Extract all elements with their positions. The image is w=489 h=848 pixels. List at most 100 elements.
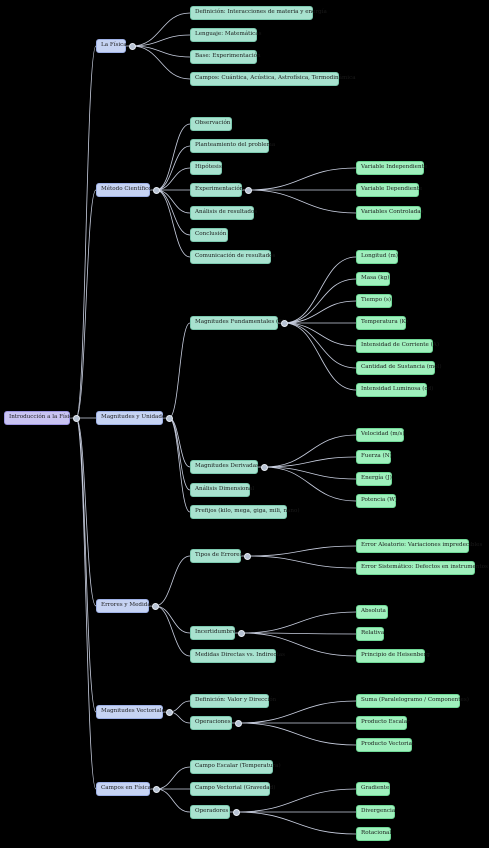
leaf-node-2-1-1-label: Fuerza (N) [361,453,392,460]
branch-node-1[interactable]: Método Científico [96,183,152,197]
leaf-node-3-1-1[interactable]: Relativa [356,627,384,641]
leaf-node-5-2-2[interactable]: Rotacional [356,827,391,841]
collapse-toggle-2-0[interactable] [280,319,288,327]
subtopic-node-5-2[interactable]: Operadores [190,805,230,819]
subtopic-node-3-1[interactable]: Incertidumbre [190,626,236,640]
subtopic-node-0-1[interactable]: Lenguaje: Matemáticas [190,28,262,42]
leaf-node-2-1-0[interactable]: Velocidad (m/s) [356,428,405,442]
collapse-toggle-1-3[interactable] [244,186,252,194]
edge-leaf-1-3-0 [247,167,357,191]
leaf-node-5-2-1[interactable]: Divergencia [356,805,395,819]
subtopic-node-0-3-label: Campos: Cuántica, Acústica, Astrofísica,… [195,75,356,82]
leaf-node-4-1-2[interactable]: Producto Vectorial [356,738,414,752]
leaf-node-3-0-1[interactable]: Error Sistemático: Defectos en instrumen… [356,561,488,575]
subtopic-node-4-0[interactable]: Definición: Valor y Dirección [190,694,276,708]
edge-root-branch-5 [75,417,97,790]
subtopic-node-3-0[interactable]: Tipos de Errores [190,549,242,563]
leaf-node-2-0-5[interactable]: Cantidad de Sustancia (mol) [356,361,442,375]
edge-branch-5-child-2 [155,788,191,813]
subtopic-node-1-0-label: Observación [195,120,231,127]
subtopic-node-2-1[interactable]: Magnitudes Derivadas [190,460,259,474]
subtopic-node-1-5-label: Conclusión [195,231,227,238]
edge-branch-2-child-3 [168,417,191,513]
leaf-node-3-1-1-label: Relativa [361,630,385,637]
leaf-node-2-0-1[interactable]: Masa (kg) [356,272,390,286]
root-node[interactable]: Introducción a la Física [4,411,76,425]
branch-node-2[interactable]: Magnitudes y Unidades [96,411,168,425]
subtopic-node-1-3-label: Experimentación [195,186,244,193]
leaf-node-4-1-1[interactable]: Producto Escalar [356,716,410,730]
collapse-toggle-branch-0[interactable] [128,42,136,50]
subtopic-node-2-2[interactable]: Análisis Dimensional [190,483,254,497]
subtopic-node-0-1-label: Lenguaje: Matemáticas [195,31,262,38]
subtopic-node-1-0[interactable]: Observación [190,117,232,131]
leaf-node-3-0-1-label: Error Sistemático: Defectos en instrumen… [361,564,488,571]
edge-leaf-5-2-2 [235,811,357,835]
subtopic-node-1-6[interactable]: Comunicación de resultados [190,250,275,264]
subtopic-node-0-0[interactable]: Definición: Interacciones de materia y e… [190,6,327,20]
leaf-node-2-0-0[interactable]: Longitud (m) [356,250,398,264]
collapse-toggle-4-1[interactable] [234,719,242,727]
subtopic-node-2-0[interactable]: Magnitudes Fundamentales (SI) [190,316,286,330]
branch-node-5[interactable]: Campos en Física [96,782,151,796]
edge-branch-0-child-0 [131,12,191,47]
collapse-toggle-root[interactable] [72,414,80,422]
leaf-node-1-3-1[interactable]: Variable Dependiente [356,183,422,197]
subtopic-node-4-1[interactable]: Operaciones [190,716,232,730]
subtopic-node-2-3[interactable]: Prefijos (kilo, mega, giga, mili, nano) [190,505,300,519]
leaf-node-4-1-0[interactable]: Suma (Paralelogramo / Componentes) [356,694,469,708]
leaf-node-5-2-0[interactable]: Gradiente [356,782,390,796]
subtopic-node-0-0-label: Definición: Interacciones de materia y e… [195,9,327,16]
subtopic-node-1-3[interactable]: Experimentación [190,183,244,197]
subtopic-node-1-5[interactable]: Conclusión [190,228,228,242]
leaf-node-2-1-2[interactable]: Energía (J) [356,472,392,486]
collapse-toggle-branch-4[interactable] [165,708,173,716]
leaf-node-5-2-2-label: Rotacional [361,830,392,837]
subtopic-node-5-0[interactable]: Campo Escalar (Temperatura) [190,760,281,774]
collapse-toggle-2-1[interactable] [260,463,268,471]
subtopic-node-3-2[interactable]: Medidas Directas vs. Indirectas [190,649,285,663]
leaf-node-2-0-3[interactable]: Temperatura (K) [356,316,408,330]
leaf-node-1-3-2[interactable]: Variables Controladas [356,206,424,220]
collapse-toggle-branch-1[interactable] [152,186,160,194]
leaf-node-2-0-4[interactable]: Intensidad de Corriente (A) [356,339,439,353]
subtopic-node-1-4[interactable]: Análisis de resultados [190,206,257,220]
subtopic-node-1-1-label: Planteamiento del problema [195,142,276,149]
edge-leaf-3-0-0 [246,545,357,557]
leaf-node-3-1-0[interactable]: Absoluta [356,605,388,619]
leaf-node-2-0-0-label: Longitud (m) [361,253,398,260]
leaf-node-4-1-1-label: Producto Escalar [361,719,410,726]
leaf-node-2-0-2[interactable]: Tiempo (s) [356,294,392,308]
collapse-toggle-branch-3[interactable] [151,602,159,610]
subtopic-node-1-2[interactable]: Hipótesis [190,161,222,175]
leaf-node-2-1-3[interactable]: Potencia (W) [356,494,397,508]
edge-leaf-2-0-0 [283,256,357,324]
leaf-node-2-0-3-label: Temperatura (K) [361,319,408,326]
edge-leaf-3-0-1 [246,555,357,569]
branch-node-0[interactable]: La Física [96,39,127,53]
leaf-node-2-0-5-label: Cantidad de Sustancia (mol) [361,364,442,371]
subtopic-node-4-1-label: Operaciones [195,719,231,726]
edge-branch-0-child-2 [131,45,191,58]
leaf-node-3-1-2-label: Principio de Heisenberg [361,652,430,659]
branch-node-4[interactable]: Magnitudes Vectoriales [96,705,168,719]
leaf-node-1-3-0[interactable]: Variable Independiente [356,161,427,175]
branch-node-3[interactable]: Errores y Medidas [96,599,154,613]
collapse-toggle-3-1[interactable] [237,629,245,637]
leaf-node-1-3-2-label: Variables Controladas [361,209,424,216]
leaf-node-2-1-1[interactable]: Fuerza (N) [356,450,392,464]
edge-leaf-3-1-1 [240,632,357,635]
leaf-node-3-0-0[interactable]: Error Aleatorio: Variaciones impredecibl… [356,539,482,553]
collapse-toggle-3-0[interactable] [243,552,251,560]
subtopic-node-5-1[interactable]: Campo Vectorial (Gravedad) [190,782,275,796]
leaf-node-3-1-2[interactable]: Principio de Heisenberg [356,649,430,663]
subtopic-node-1-1[interactable]: Planteamiento del problema [190,139,275,153]
leaf-node-2-0-6[interactable]: Intensidad Luminosa (cd) [356,383,433,397]
collapse-toggle-branch-5[interactable] [152,785,160,793]
subtopic-node-2-2-label: Análisis Dimensional [195,486,255,493]
subtopic-node-0-3[interactable]: Campos: Cuántica, Acústica, Astrofísica,… [190,72,356,86]
collapse-toggle-branch-2[interactable] [165,414,173,422]
subtopic-node-0-2[interactable]: Base: Experimentación [190,50,261,64]
collapse-toggle-5-2[interactable] [232,808,240,816]
leaf-node-3-0-0-label: Error Aleatorio: Variaciones impredecibl… [361,542,483,549]
